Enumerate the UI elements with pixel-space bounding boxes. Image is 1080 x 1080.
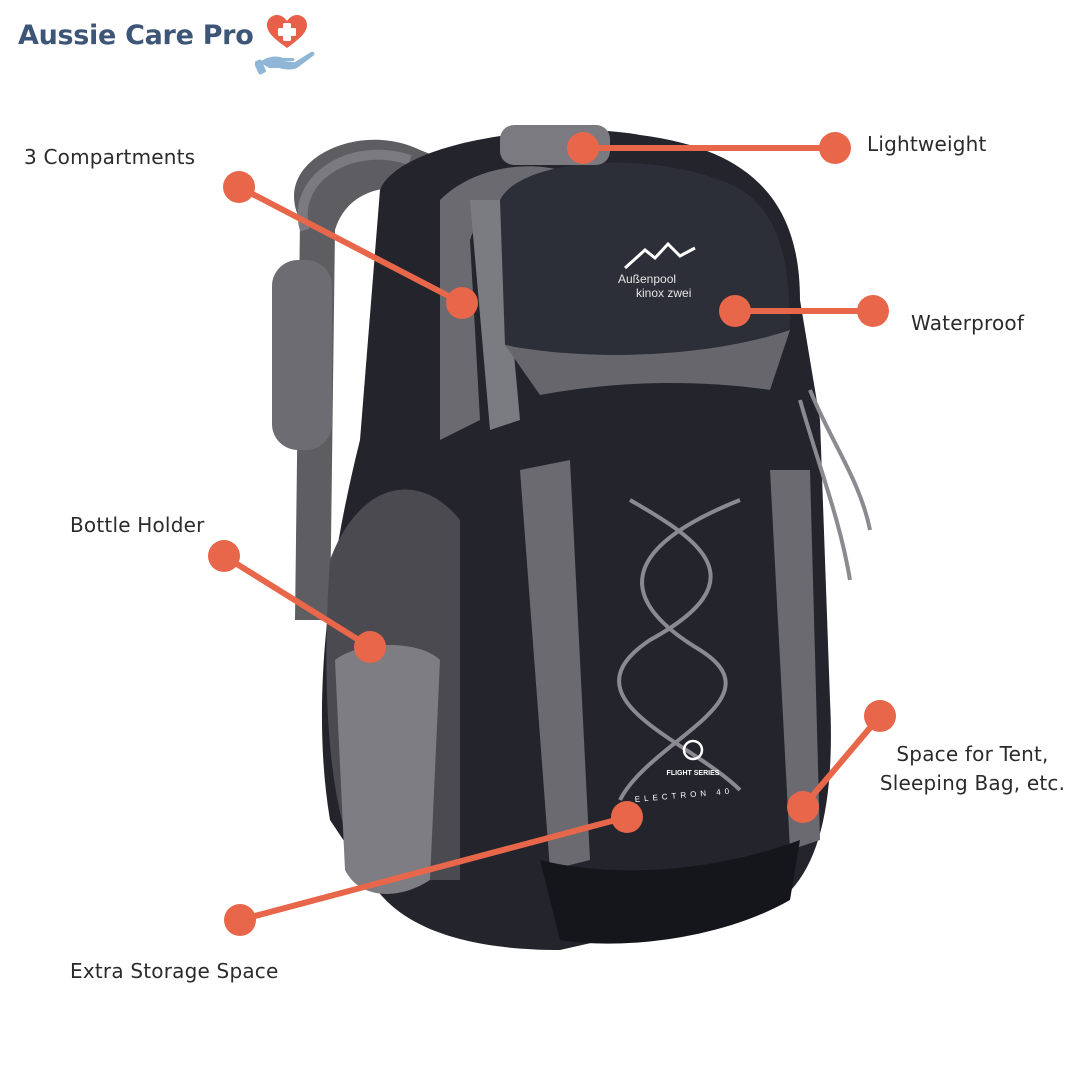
- callout-group: [208, 132, 896, 936]
- callout-dot: [787, 791, 819, 823]
- callout-dot: [208, 540, 240, 572]
- callout-dot: [223, 171, 255, 203]
- series-badge: FLIGHT SERIES: [667, 770, 720, 777]
- callout-line: [239, 814, 628, 923]
- callout-line: [222, 553, 372, 650]
- callout-line: [800, 714, 883, 809]
- label-waterproof: Waterproof: [911, 311, 1025, 335]
- callout-dot: [224, 904, 256, 936]
- backpack-logo-line2: kinox zwei: [636, 286, 691, 300]
- callout-dot: [354, 631, 386, 663]
- label-space-for-tent-line1: Space for Tent,: [896, 742, 1049, 766]
- brand-name: Aussie Care Pro: [18, 20, 254, 51]
- backpack-logo-line1: Außenpool: [618, 272, 676, 286]
- callout-dot: [857, 295, 889, 327]
- callout-dot: [446, 287, 478, 319]
- callout-dot: [567, 132, 599, 164]
- brand-logo: Aussie Care Pro: [18, 14, 319, 76]
- label-extra-storage: Extra Storage Space: [70, 959, 279, 983]
- label-lightweight: Lightweight: [867, 132, 987, 156]
- label-space-for-tent-line2: Sleeping Bag, etc.: [879, 771, 1066, 795]
- callout-dot: [864, 700, 896, 732]
- label-bottle-holder: Bottle Holder: [70, 513, 205, 537]
- label-space-for-tent: Space for Tent, Sleeping Bag, etc.: [870, 740, 1075, 798]
- callout-line: [237, 184, 464, 306]
- heart-hand-cross-icon: [255, 15, 315, 75]
- label-3-compartments: 3 Compartments: [24, 145, 196, 169]
- callout-dot: [719, 295, 751, 327]
- callout-dot: [819, 132, 851, 164]
- callout-dot: [611, 801, 643, 833]
